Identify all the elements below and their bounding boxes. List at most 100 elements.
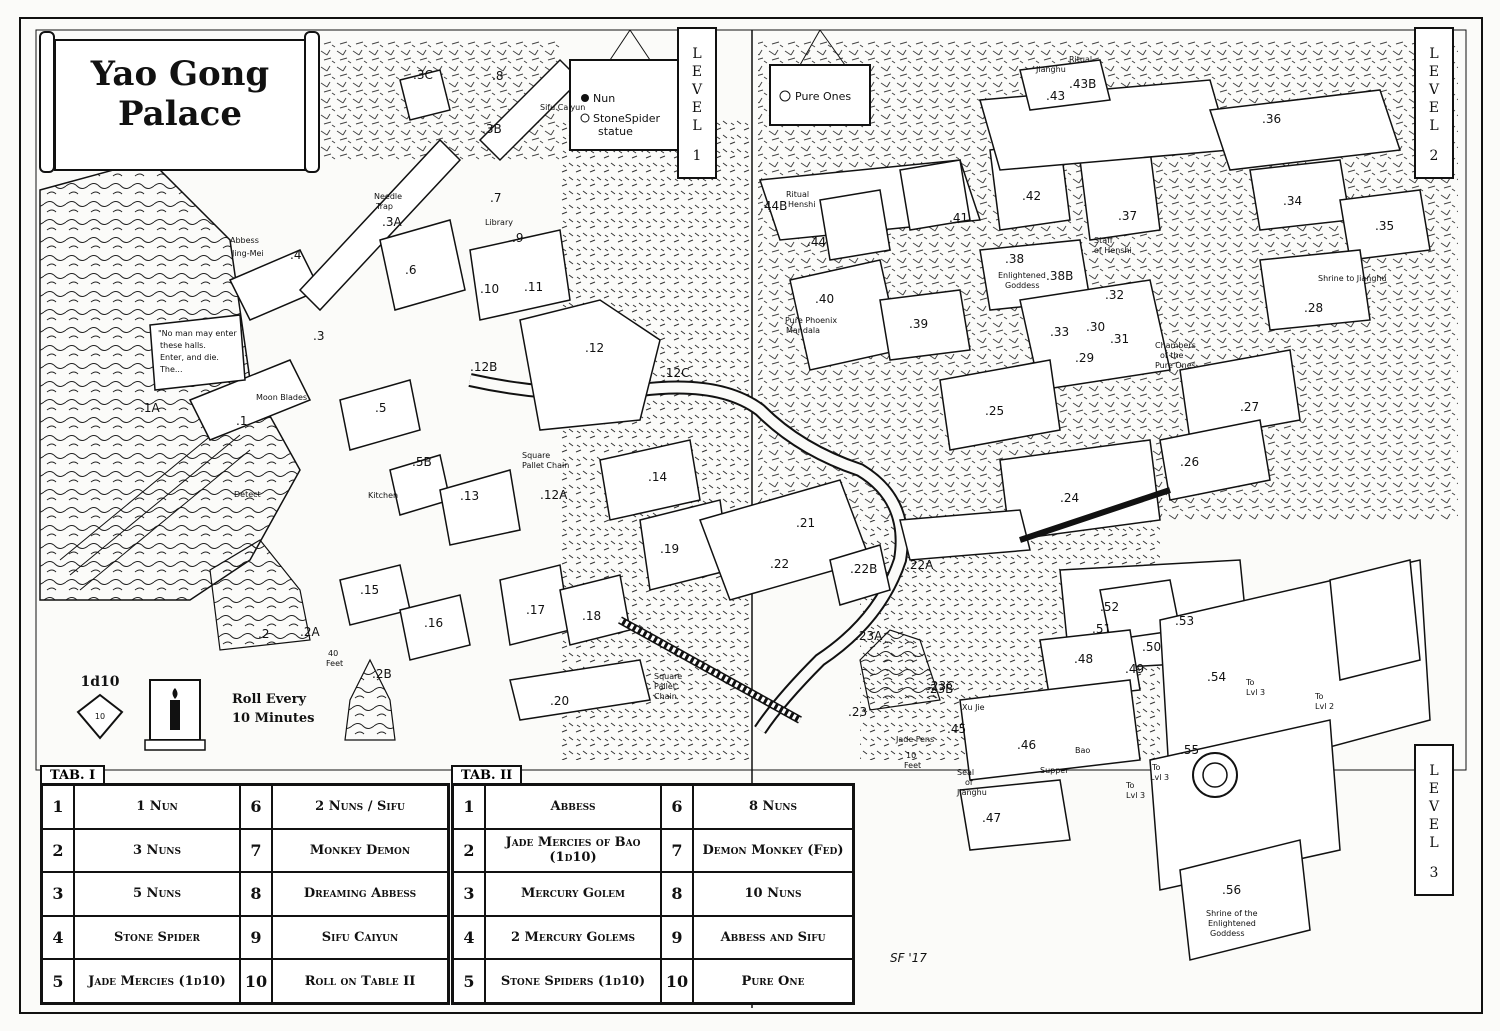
wall-sign-board bbox=[149, 314, 246, 391]
room-label: .5B bbox=[412, 455, 432, 469]
level-banner-1-l1: L bbox=[692, 46, 701, 62]
map-note: Lvl 2 bbox=[1315, 702, 1334, 711]
pure-ones-marker-icon bbox=[779, 90, 791, 102]
level1-structures bbox=[188, 58, 891, 721]
table-entry: 1 Nun bbox=[74, 785, 240, 829]
room-label: .9 bbox=[512, 231, 523, 245]
map-note: Goddess bbox=[1005, 281, 1040, 290]
pallet-chain-bridge-inner bbox=[618, 617, 802, 723]
room-label: .48 bbox=[1074, 652, 1093, 666]
level3-bridge bbox=[1019, 487, 1171, 543]
room-label: .23C bbox=[927, 679, 954, 693]
cliff-spire bbox=[209, 539, 311, 651]
room-label: .41 bbox=[949, 211, 968, 225]
level-banner-1-l4: E bbox=[692, 100, 702, 116]
legend-nun: Nun bbox=[593, 92, 615, 105]
map-note: Jianghu bbox=[956, 788, 987, 797]
room-label: .2B bbox=[372, 667, 392, 681]
map-note: 10 bbox=[906, 751, 916, 760]
title-scroll bbox=[39, 31, 320, 173]
level-banner-3-l4: E bbox=[1429, 817, 1439, 833]
table-entry: Jade Mercies (1d10) bbox=[74, 959, 240, 1003]
cliff-stairs bbox=[59, 419, 251, 591]
room-label: .34 bbox=[1283, 194, 1302, 208]
room-label: .33 bbox=[1050, 325, 1069, 339]
map-note: Staff bbox=[1094, 236, 1113, 245]
table-roll-number: 1 bbox=[42, 785, 74, 829]
map-note: Feet bbox=[326, 659, 343, 668]
room-label: .20 bbox=[550, 694, 569, 708]
d10-dice-icon bbox=[76, 693, 124, 740]
room-label: .35 bbox=[1375, 219, 1394, 233]
level-banner-2-l5: L bbox=[1429, 118, 1438, 134]
terrain-hatch-center bbox=[560, 120, 750, 760]
room-label: .2A bbox=[300, 625, 320, 639]
level-banner-3: L E V E L bbox=[1414, 744, 1454, 896]
level-banner-3-l1: L bbox=[1429, 763, 1438, 779]
level-banner-1-l3: V bbox=[691, 82, 703, 98]
table-roll-number: 6 bbox=[661, 785, 693, 829]
map-note: To bbox=[1314, 692, 1324, 701]
map-title-line1: Yao Gong bbox=[90, 54, 269, 94]
map-note: Chambers bbox=[1155, 341, 1196, 350]
table-roll-number: 7 bbox=[661, 828, 693, 873]
room-label: .53 bbox=[1175, 614, 1194, 628]
table-entry: Roll on Table II bbox=[272, 959, 448, 1003]
room-label: .56 bbox=[1222, 883, 1241, 897]
room-label: .19 bbox=[660, 542, 679, 556]
table-roll-number: 7 bbox=[240, 828, 272, 873]
level-banner-1-l5: L bbox=[692, 118, 701, 134]
room-label: .27 bbox=[1240, 400, 1259, 414]
map-note: Shrine to Jianghu bbox=[1318, 274, 1387, 283]
level-banner-2-l4: E bbox=[1429, 100, 1439, 116]
map-note: Pallet Chain bbox=[522, 461, 569, 470]
level-banner-3-l3: V bbox=[1428, 799, 1440, 815]
map-border bbox=[19, 17, 1483, 1014]
room-label: .10 bbox=[480, 282, 499, 296]
map-note: Square bbox=[522, 451, 550, 460]
table-roll-number: 3 bbox=[42, 872, 74, 916]
map-note: Square bbox=[654, 672, 682, 681]
table-roll-number: 5 bbox=[453, 959, 485, 1003]
map-note: Pure Ones bbox=[1155, 361, 1196, 370]
level2-structures bbox=[758, 59, 1431, 561]
table-entry: 2 Mercury Golems bbox=[485, 915, 661, 960]
room-label: .8 bbox=[492, 69, 503, 83]
room-label: .25 bbox=[985, 404, 1004, 418]
table-roll-number: 2 bbox=[453, 828, 485, 873]
table-roll-number: 9 bbox=[240, 915, 272, 960]
table-entry: Monkey Demon bbox=[272, 828, 448, 873]
level-banner-2: L E V E L bbox=[1414, 27, 1454, 179]
room-label: .21 bbox=[796, 516, 815, 530]
roll-note-line2: 10 Minutes bbox=[232, 711, 314, 726]
room-label: .43B bbox=[1069, 77, 1096, 91]
room-label: .11 bbox=[524, 280, 543, 294]
room-label: .50 bbox=[1142, 640, 1161, 654]
room-label: .3B bbox=[482, 122, 502, 136]
room-label: .47 bbox=[982, 811, 1001, 825]
table-roll-number: 8 bbox=[240, 872, 272, 916]
stone-spider-marker-icon bbox=[580, 113, 590, 123]
map-note: Detect bbox=[234, 490, 261, 499]
level-banner-2-l3: V bbox=[1428, 82, 1440, 98]
table-roll-number: 3 bbox=[453, 872, 485, 916]
room-label: .7 bbox=[490, 191, 501, 205]
map-note: Supper bbox=[1040, 766, 1069, 775]
map-note: To bbox=[1151, 763, 1161, 772]
map-note: Abbess bbox=[230, 236, 259, 245]
room-label: .12C bbox=[662, 366, 689, 380]
level-banner-1-num: 1 bbox=[693, 148, 702, 164]
map-border-inner bbox=[35, 29, 1467, 771]
room-label: .51 bbox=[1092, 622, 1111, 636]
room-label: .5 bbox=[375, 401, 386, 415]
room-label: .38B bbox=[1046, 269, 1073, 283]
room-label: .44 bbox=[807, 235, 826, 249]
room-label: .29 bbox=[1075, 351, 1094, 365]
table-roll-number: 10 bbox=[661, 959, 693, 1003]
room-label: .36 bbox=[1262, 112, 1281, 126]
